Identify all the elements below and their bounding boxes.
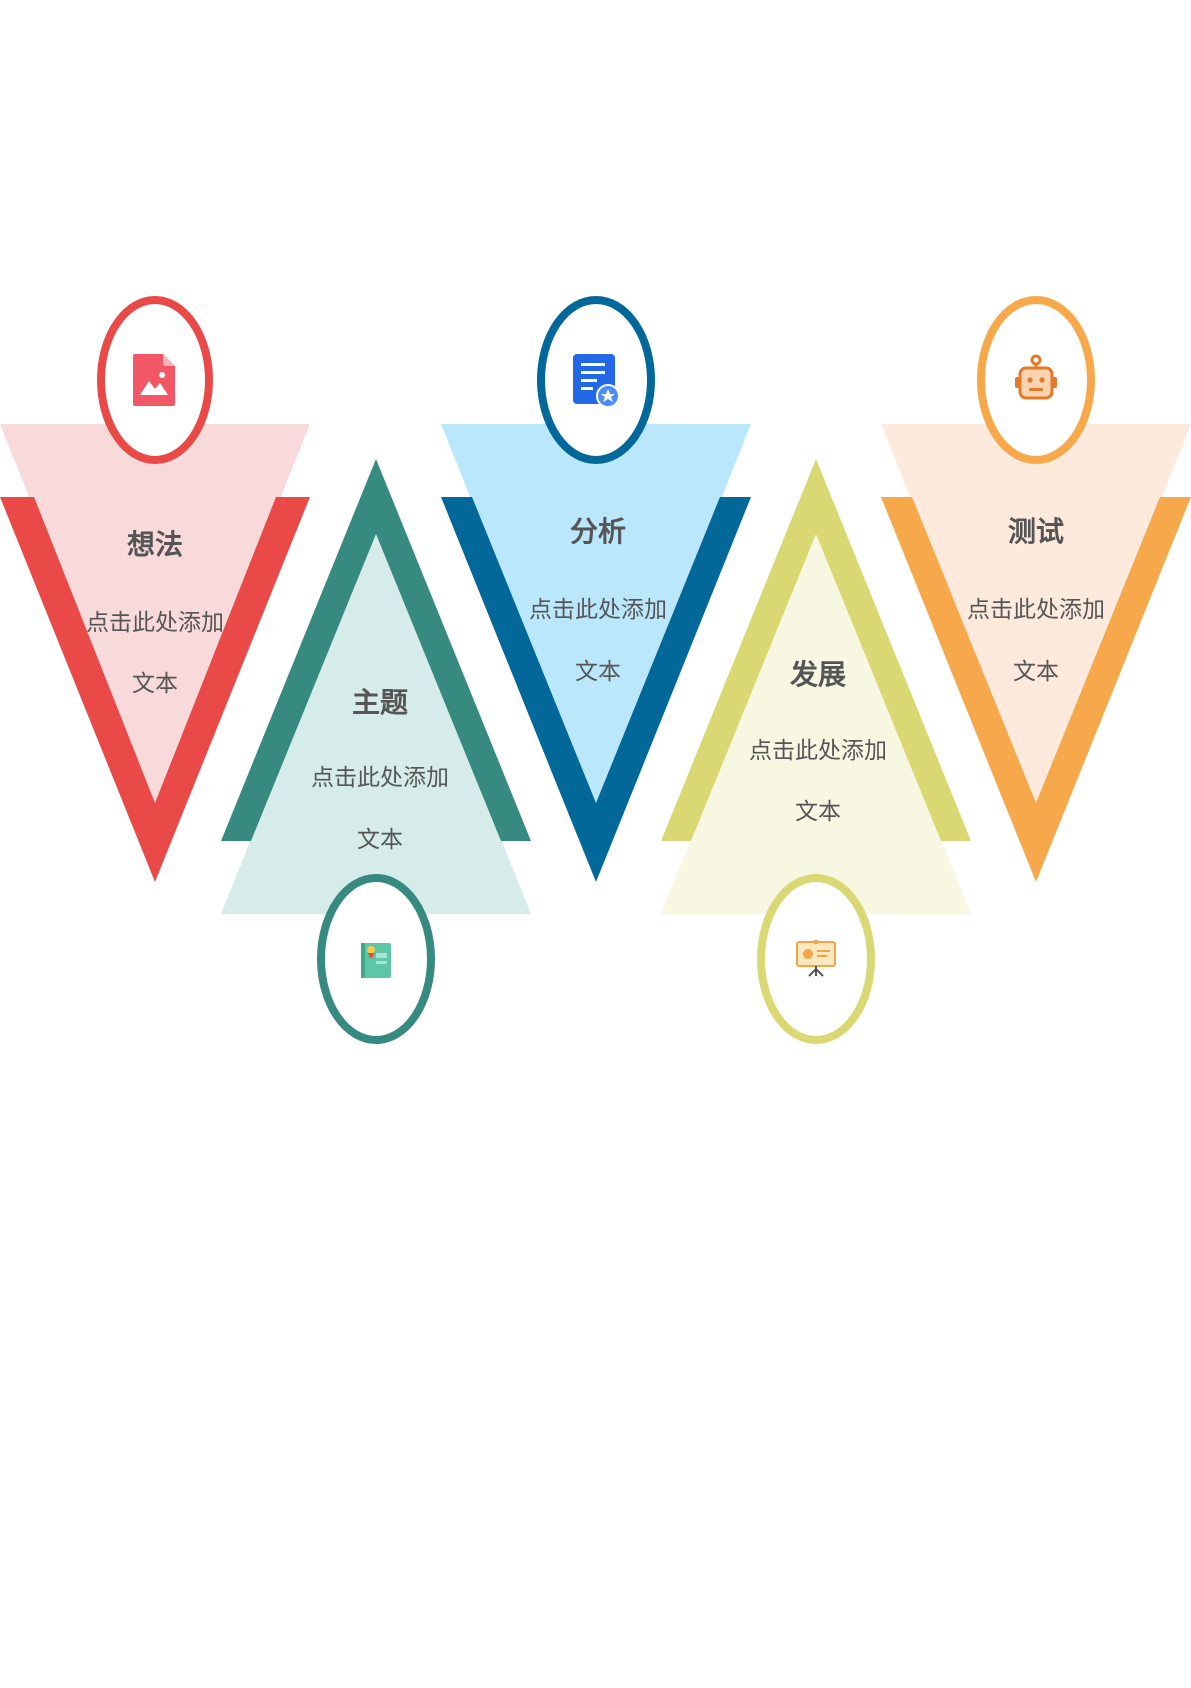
- step-body-line1: 点击此处添加: [529, 597, 667, 623]
- presentation-board-icon: [796, 940, 836, 977]
- step-title: 主题: [352, 686, 408, 719]
- step-1-ideas: 想法 点击此处添加 文本: [0, 296, 310, 882]
- step-title: 发展: [789, 658, 846, 691]
- certificate-book-icon: [361, 943, 391, 978]
- triangle-fill: [221, 528, 531, 914]
- step-body-line1: 点击此处添加: [749, 738, 887, 764]
- step-4-development: 发展 点击此处添加 文本: [661, 459, 971, 1044]
- step-body-line2: 文本: [795, 799, 841, 825]
- step-title: 测试: [1008, 515, 1064, 548]
- triangle-border: [221, 459, 531, 841]
- step-body-line2: 文本: [357, 827, 403, 853]
- step-title: 想法: [127, 528, 183, 561]
- document-star-icon: [573, 354, 620, 408]
- triangle-border: [441, 497, 751, 882]
- step-3-analysis: 分析 点击此处添加 文本: [441, 296, 751, 882]
- step-body-line1: 点击此处添加: [311, 765, 449, 791]
- step-body-line2: 文本: [132, 671, 178, 697]
- triangle-border: [881, 497, 1191, 882]
- triangle-fill: [881, 424, 1191, 812]
- robot-icon: [1015, 354, 1057, 400]
- triangle-fill: [0, 424, 310, 812]
- triangle-border: [0, 497, 310, 882]
- step-title: 分析: [570, 515, 626, 548]
- step-5-testing: 测试 点击此处添加 文本: [881, 296, 1191, 882]
- triangle-fill: [661, 528, 971, 914]
- step-body-line1: 点击此处添加: [967, 597, 1105, 623]
- triangle-fill: [441, 424, 751, 812]
- image-file-icon: [133, 354, 175, 406]
- triangle-border: [661, 459, 971, 841]
- step-body-line1: 点击此处添加: [86, 610, 224, 636]
- step-body-line2: 文本: [1013, 659, 1059, 685]
- step-body-line2: 文本: [575, 659, 621, 685]
- step-2-theme: 主题 点击此处添加 文本: [221, 459, 531, 1044]
